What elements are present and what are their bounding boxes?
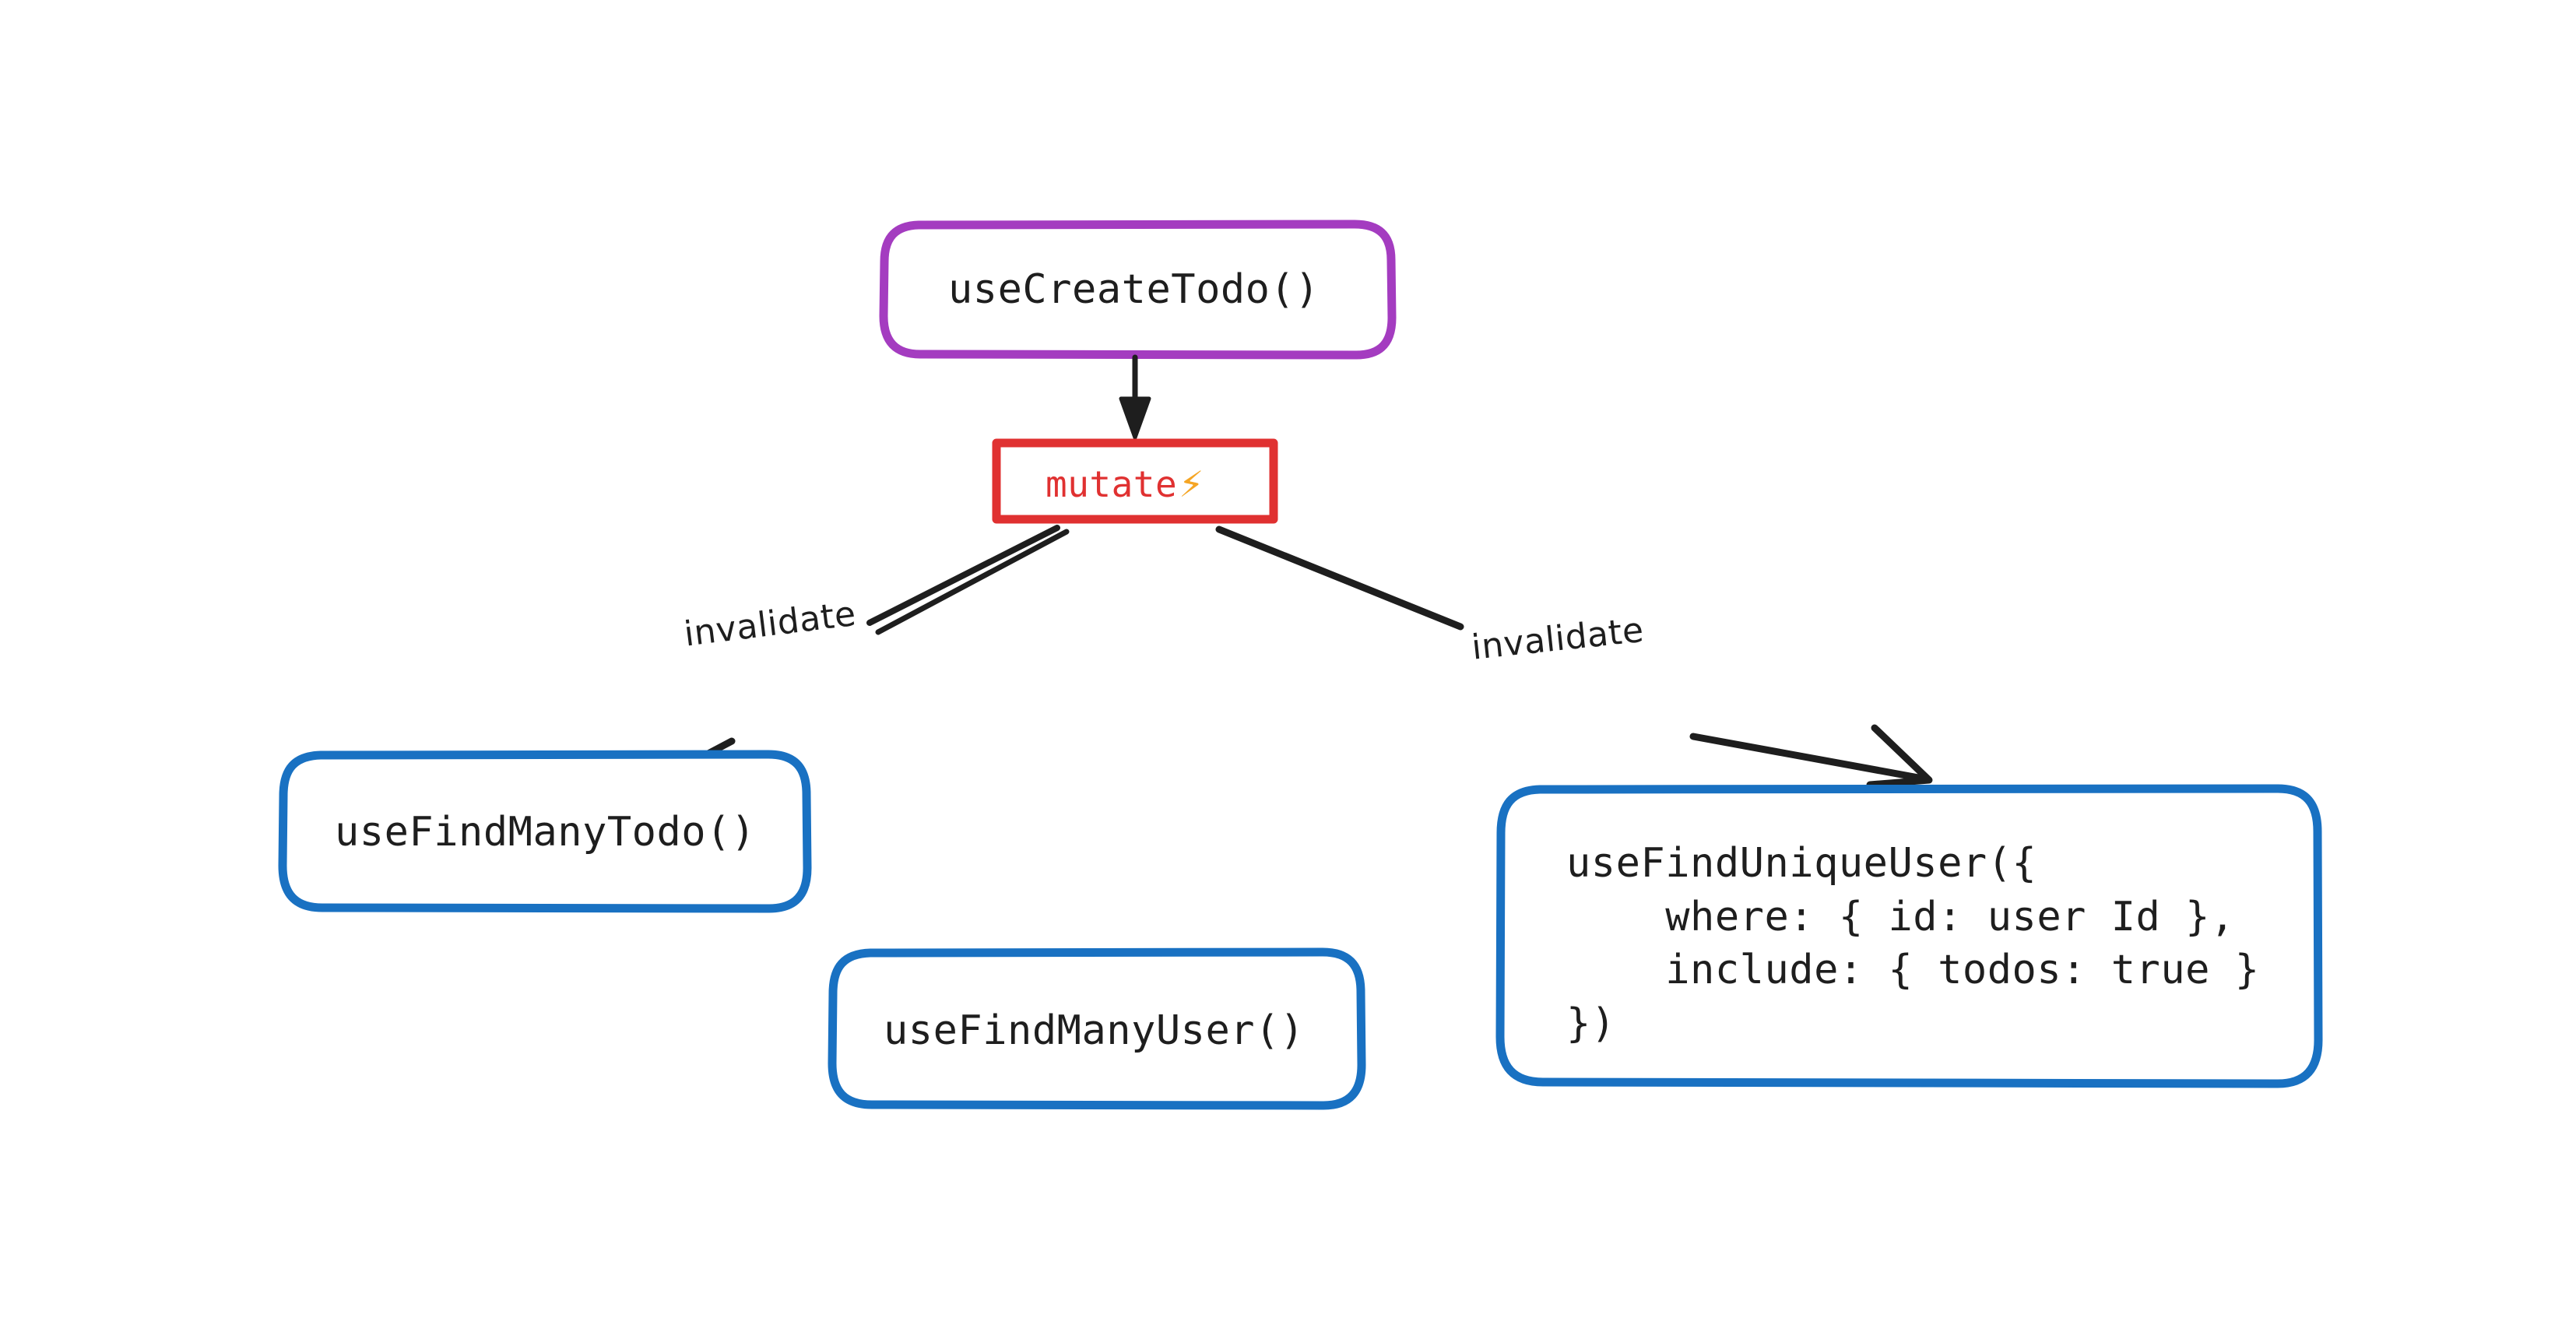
node-mutate[interactable] xyxy=(992,438,1278,524)
node-mutate-border xyxy=(992,438,1278,524)
edge-mutate-to-find-unique-user xyxy=(1215,525,1933,789)
node-use-create-todo[interactable] xyxy=(879,220,1397,360)
edge-right-lower-segment xyxy=(1689,733,1927,782)
node-use-find-many-todo-border xyxy=(278,750,812,913)
node-mutate-text: mutate xyxy=(1046,463,1178,505)
node-use-find-many-user-border xyxy=(828,947,1366,1110)
edge-left-upper-segment-b xyxy=(875,529,1070,635)
node-use-create-todo-border xyxy=(879,220,1397,360)
node-use-find-many-todo[interactable] xyxy=(278,750,812,913)
node-use-find-unique-user-label: useFindUniqueUser({ where: { id: user Id… xyxy=(1566,840,2260,1047)
edge-create-to-mutate xyxy=(1119,354,1151,440)
node-use-find-unique-user-border xyxy=(1495,784,2323,1088)
node-use-find-many-user[interactable] xyxy=(828,947,1366,1110)
node-use-create-todo-label: useCreateTodo() xyxy=(948,266,1320,313)
node-mutate-label: mutate⚡ xyxy=(1046,461,1204,508)
edge-left-upper-segment xyxy=(866,525,1060,626)
edge-right-arrowhead xyxy=(1866,724,1933,789)
edge-right-upper-segment xyxy=(1215,525,1464,631)
lightning-bolt-icon: ⚡ xyxy=(1179,463,1204,506)
edge-create-to-mutate-arrowhead xyxy=(1119,396,1151,440)
node-use-find-many-user-label: useFindManyUser() xyxy=(884,1007,1305,1054)
node-use-find-many-todo-label: useFindManyTodo() xyxy=(335,809,756,856)
node-use-find-unique-user[interactable] xyxy=(1495,784,2323,1088)
